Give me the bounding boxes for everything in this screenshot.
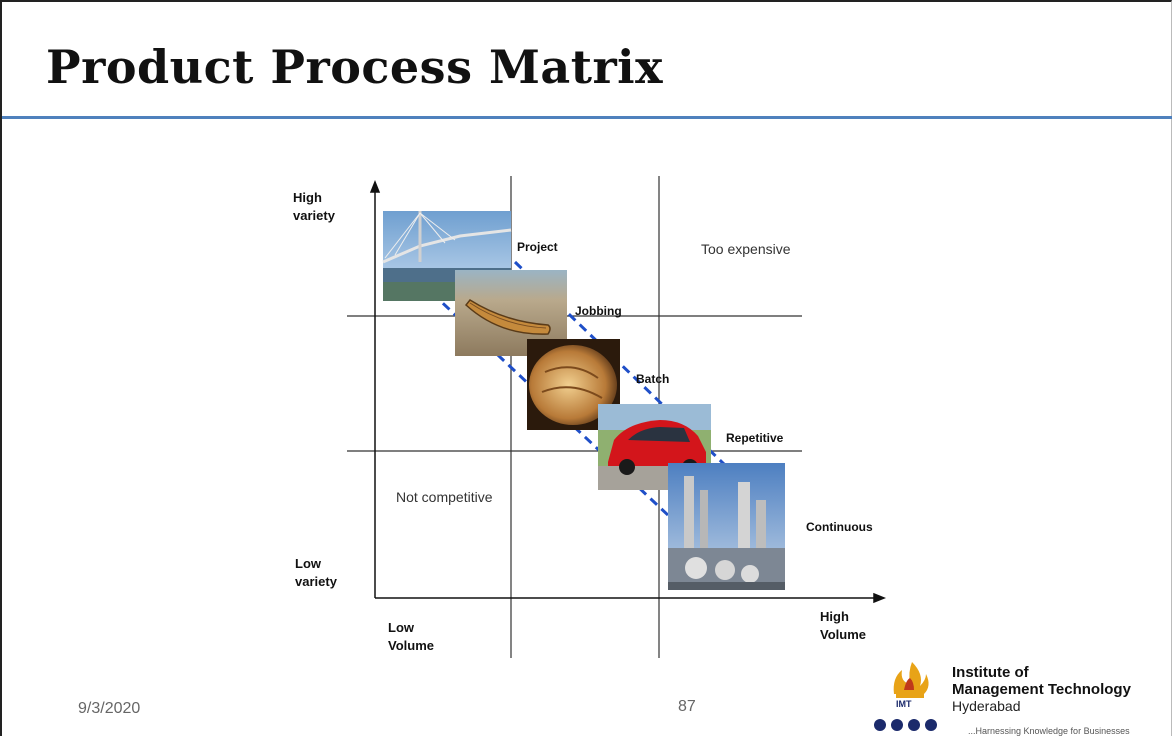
- title-rule: [2, 116, 1172, 119]
- stage-label-jobbing: Jobbing: [575, 304, 622, 318]
- x-axis-high-label: High Volume: [820, 609, 866, 642]
- x-axis-low-label: Low Volume: [388, 620, 434, 653]
- imt-logo: IMT Institute of Management Technology H…: [868, 656, 1168, 738]
- boat-photo: [455, 270, 567, 356]
- logo-dots: [874, 718, 942, 736]
- y-axis-low-label: Low variety: [295, 556, 338, 589]
- axes: [369, 179, 887, 604]
- stage-label-batch: Batch: [636, 372, 669, 386]
- refinery-photo: [668, 463, 785, 590]
- footer-date: 9/3/2020: [78, 700, 141, 717]
- zone-too-expensive: Too expensive: [701, 241, 791, 257]
- logo-city: Hyderabad: [952, 698, 1021, 714]
- y-axis-high-label: High variety: [293, 190, 336, 223]
- logo-name-line1: Institute of: [952, 664, 1029, 681]
- y-axis-arrow: [369, 179, 381, 193]
- footer-page-number: 87: [678, 698, 696, 715]
- x-axis-arrow: [873, 592, 887, 604]
- logo-tagline: ...Harnessing Knowledge for Businesses: [968, 726, 1130, 736]
- slide-title: Product Process Matrix: [46, 40, 664, 94]
- zone-not-competitive: Not competitive: [396, 489, 493, 505]
- stage-label-project: Project: [517, 240, 558, 254]
- stage-label-repetitive: Repetitive: [726, 431, 784, 445]
- stage-label-continuous: Continuous: [806, 520, 873, 534]
- logo-name-line2: Management Technology: [952, 681, 1131, 698]
- flame-emblem-icon: [893, 662, 929, 698]
- logo-mark-text: IMT: [896, 699, 912, 709]
